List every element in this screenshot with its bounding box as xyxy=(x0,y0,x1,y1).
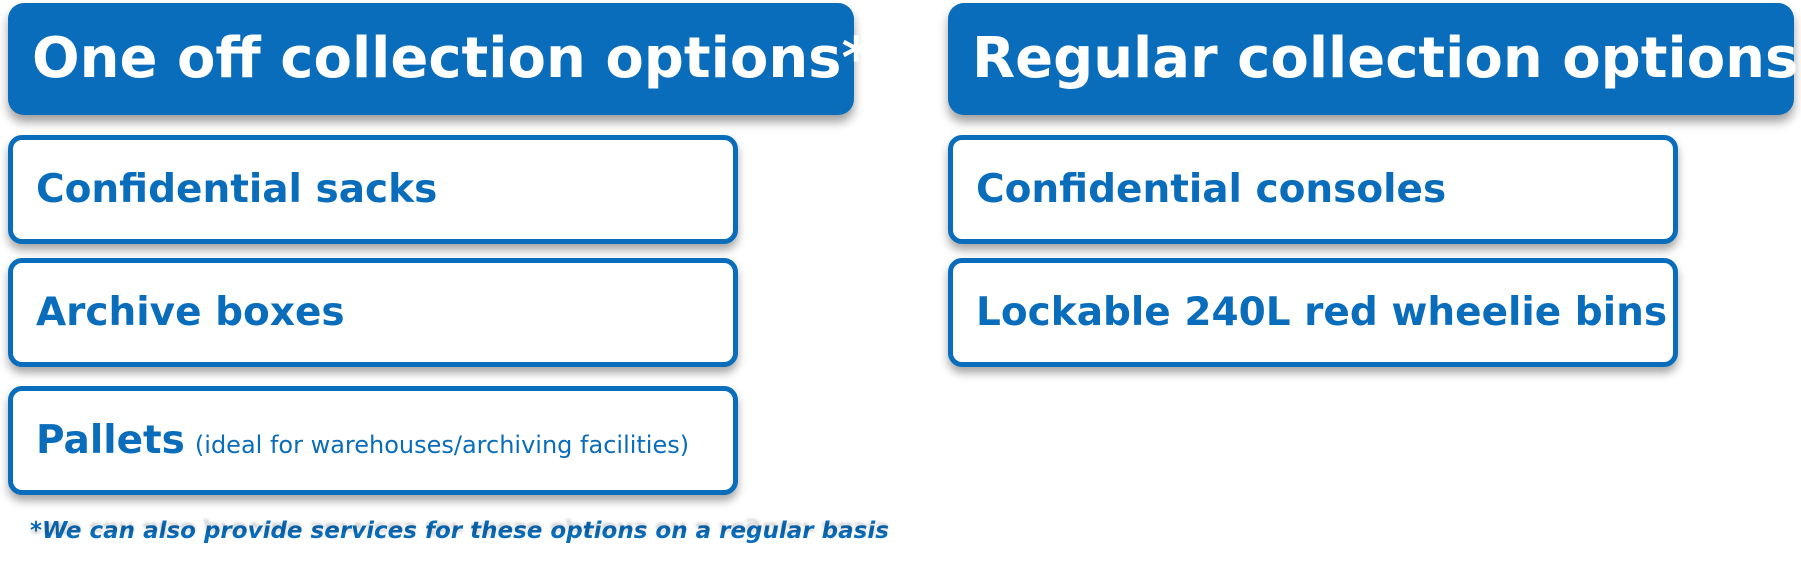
footnote: *We can also provide services for these … xyxy=(30,518,889,544)
option-label: Lockable 240L red wheelie bins xyxy=(976,290,1668,335)
option-label: Pallets xyxy=(36,418,185,463)
footnote-reflection: *We can also provide services for these … xyxy=(30,518,889,538)
option-archive-boxes: Archive boxes xyxy=(8,258,738,367)
option-confidential-consoles: Confidential consoles xyxy=(948,135,1678,244)
option-pallets: Pallets (ideal for warehouses/archiving … xyxy=(8,386,738,495)
option-confidential-sacks: Confidential sacks xyxy=(8,135,738,244)
one-off-options-header: One off collection options* xyxy=(8,3,871,115)
option-label: Confidential consoles xyxy=(976,167,1447,212)
option-lockable-wheelie-bins: Lockable 240L red wheelie bins xyxy=(948,258,1678,367)
footnote-container: *We can also provide services for these … xyxy=(30,518,930,566)
regular-options-title: Regular collection options xyxy=(972,26,1799,91)
option-note: (ideal for warehouses/archiving faciliti… xyxy=(194,430,690,459)
one-off-options-title: One off collection options* xyxy=(32,26,871,91)
option-label: Confidential sacks xyxy=(36,167,438,212)
option-label: Archive boxes xyxy=(36,290,345,335)
regular-options-header: Regular collection options xyxy=(948,3,1798,115)
